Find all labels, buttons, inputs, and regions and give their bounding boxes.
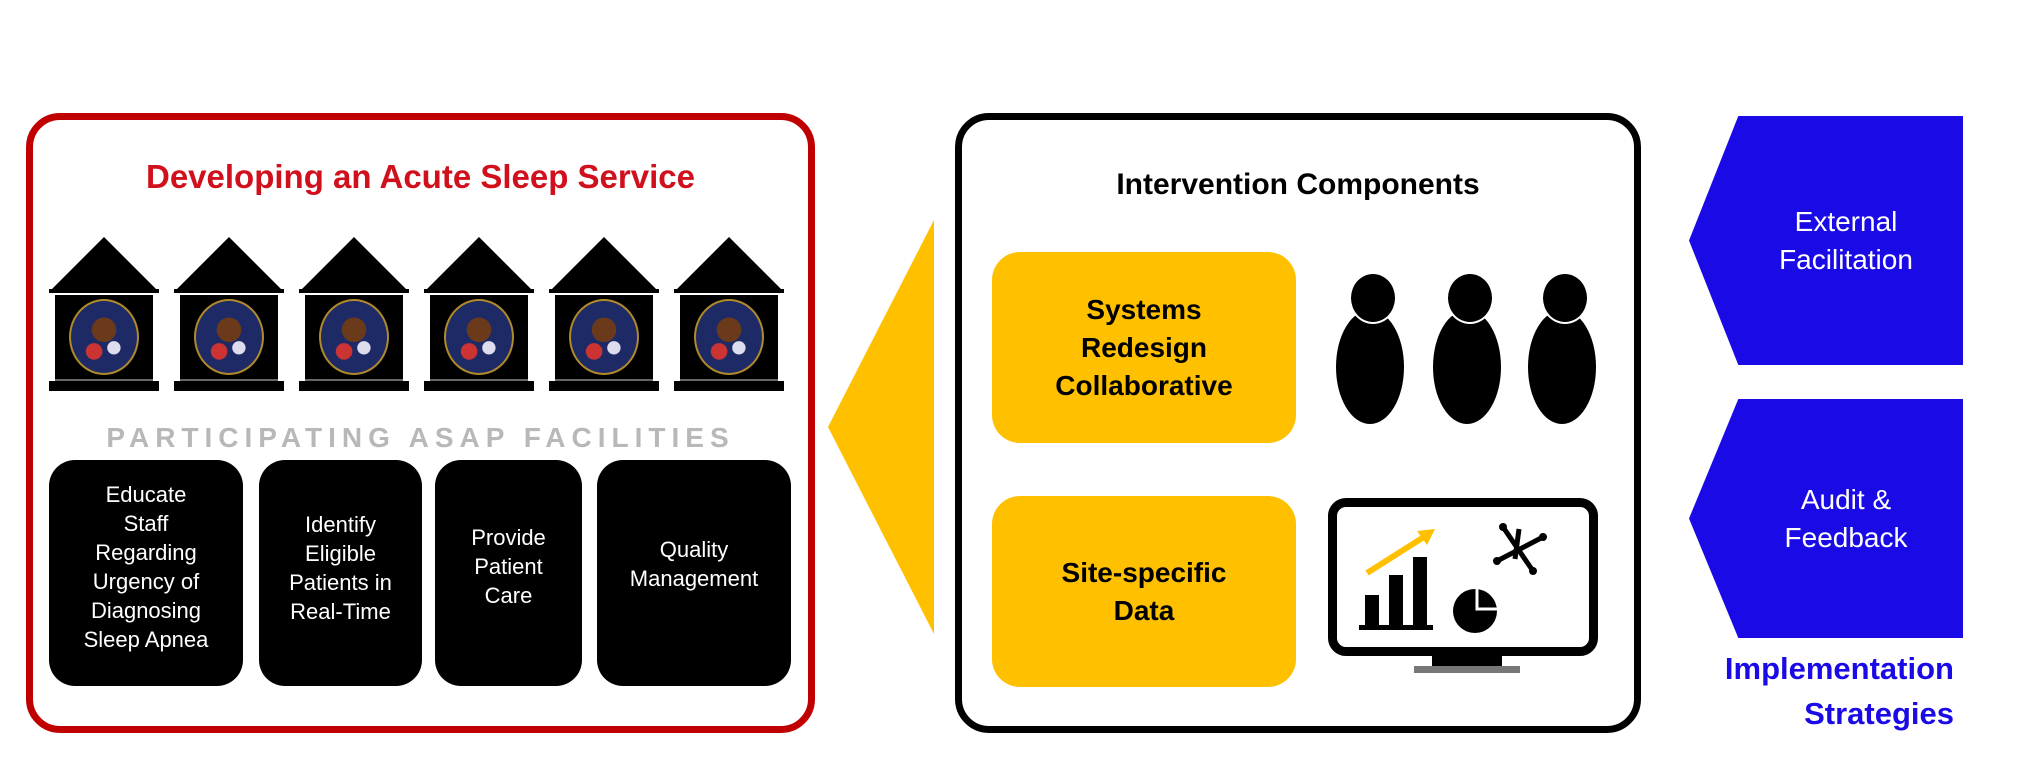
- acute-sleep-service-panel: Developing an Acute Sleep Service PARTIC…: [26, 113, 815, 733]
- yellow-arrow: [828, 220, 934, 634]
- external-facilitation-chevron: External Facilitation: [1689, 116, 1963, 365]
- va-seal-icon: [569, 299, 639, 375]
- va-facility-icon: [549, 237, 659, 391]
- task-box: Identify Eligible Patients in Real-Time: [259, 460, 422, 686]
- task-text: Quality Management: [629, 537, 759, 591]
- va-facility-icon: [674, 237, 784, 391]
- va-seal-icon: [694, 299, 764, 375]
- monitor-stand: [1432, 656, 1502, 666]
- person-icon: [1428, 272, 1508, 424]
- task-box: Provide Patient Care: [435, 460, 582, 686]
- task-box: Educate Staff Regarding Urgency of Diagn…: [49, 460, 243, 686]
- panel-title: Intervention Components: [1116, 168, 1480, 201]
- task-text: Identify Eligible Patients in Real-Time: [289, 512, 392, 624]
- va-seal-icon: [319, 299, 389, 375]
- implementation-strategies-label: Implementation Strategies: [1724, 651, 1954, 731]
- task-text: Educate Staff Regarding Urgency of Diagn…: [83, 482, 209, 652]
- va-facility-icon: [424, 237, 534, 391]
- va-seal-icon: [444, 299, 514, 375]
- person-icon: [1331, 272, 1411, 424]
- task-box: Quality Management: [597, 460, 791, 686]
- site-specific-data-box: Site-specific Data: [992, 496, 1296, 687]
- va-seal-icon: [194, 299, 264, 375]
- va-facility-icon: [49, 237, 159, 391]
- va-facility-icon: [174, 237, 284, 391]
- panel-title: Developing an Acute Sleep Service: [146, 158, 695, 195]
- data-charts-icon: [1359, 523, 1547, 633]
- systems-redesign-box: Systems Redesign Collaborative: [992, 252, 1296, 443]
- va-seal-icon: [69, 299, 139, 375]
- facilities-label: PARTICIPATING ASAP FACILITIES: [106, 422, 735, 453]
- intervention-components-panel: Intervention Components Systems Redesign…: [955, 113, 1641, 733]
- audit-feedback-chevron: Audit & Feedback: [1689, 399, 1963, 638]
- va-facility-icon: [299, 237, 409, 391]
- person-icon: [1523, 272, 1603, 424]
- task-text: Provide Patient Care: [471, 525, 546, 608]
- monitor-icon: [1328, 498, 1598, 656]
- monitor-base: [1414, 666, 1520, 673]
